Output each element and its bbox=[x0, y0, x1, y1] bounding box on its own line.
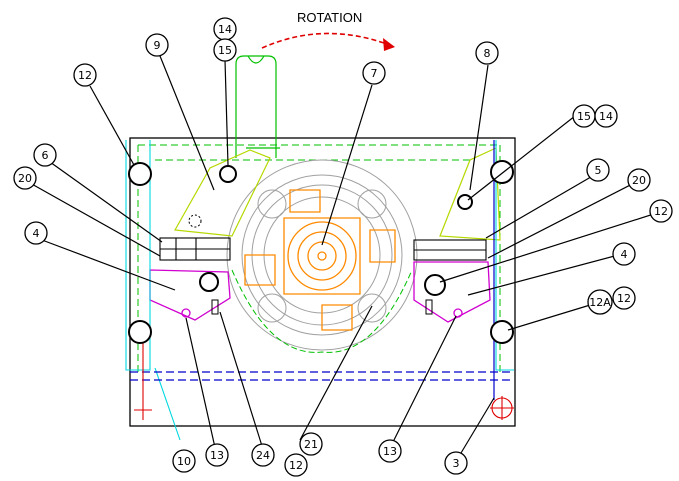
svg-text:21: 21 bbox=[304, 438, 318, 451]
callout-6: 6 bbox=[33, 143, 57, 167]
main-frame bbox=[129, 137, 516, 427]
callout-3: 3 bbox=[444, 451, 468, 475]
callout-5: 5 bbox=[586, 158, 610, 182]
orange-rotor bbox=[244, 189, 396, 331]
callout-12a: 12A bbox=[587, 289, 613, 315]
callout-12-bottom: 12 bbox=[284, 453, 308, 477]
svg-text:12: 12 bbox=[78, 69, 92, 82]
bolts bbox=[128, 160, 514, 344]
callout-24: 24 bbox=[251, 443, 275, 467]
callout-10: 10 bbox=[172, 449, 196, 473]
leader-lines bbox=[29, 55, 661, 459]
svg-text:10: 10 bbox=[177, 455, 191, 468]
callout-14-top: 14 bbox=[213, 17, 237, 41]
callout-13-left: 13 bbox=[205, 443, 229, 467]
callout-8: 8 bbox=[475, 41, 499, 65]
svg-text:24: 24 bbox=[256, 449, 270, 462]
blue-rails bbox=[130, 371, 510, 381]
svg-text:12: 12 bbox=[654, 205, 668, 218]
svg-text:13: 13 bbox=[383, 445, 397, 458]
left-link bbox=[174, 149, 271, 237]
callout-9: 9 bbox=[145, 33, 169, 57]
callout-14-right: 14 bbox=[594, 104, 618, 128]
svg-text:5: 5 bbox=[595, 164, 602, 177]
callout-13-right: 13 bbox=[378, 439, 402, 463]
svg-text:6: 6 bbox=[42, 149, 49, 162]
rotation-arrow bbox=[261, 32, 393, 49]
callout-15-top: 15 bbox=[213, 38, 237, 62]
svg-text:8: 8 bbox=[484, 47, 491, 60]
right-jaw bbox=[413, 239, 487, 261]
svg-text:9: 9 bbox=[154, 39, 161, 52]
callout-20-left: 20 bbox=[13, 166, 37, 190]
small-pins bbox=[211, 299, 433, 315]
right-link bbox=[439, 147, 501, 241]
pin-9 bbox=[188, 214, 202, 228]
svg-text:14: 14 bbox=[218, 23, 232, 36]
red-markers bbox=[134, 340, 514, 420]
svg-text:12: 12 bbox=[617, 292, 631, 305]
svg-text:20: 20 bbox=[632, 174, 646, 187]
callout-12-topleft: 12 bbox=[73, 63, 97, 87]
svg-text:20: 20 bbox=[18, 172, 32, 185]
green-arc bbox=[231, 269, 413, 353]
right-pawl bbox=[413, 261, 491, 323]
svg-text:12A: 12A bbox=[589, 296, 611, 309]
callout-4-right: 4 bbox=[612, 242, 636, 266]
green-top-tab bbox=[235, 55, 280, 158]
callout-12-right: 12 bbox=[649, 199, 673, 223]
svg-text:3: 3 bbox=[453, 457, 460, 470]
svg-text:15: 15 bbox=[577, 110, 591, 123]
callout-15-right: 15 bbox=[572, 104, 596, 128]
callout-21: 21 bbox=[299, 432, 323, 456]
svg-text:15: 15 bbox=[218, 44, 232, 57]
svg-text:13: 13 bbox=[210, 449, 224, 462]
callout-20-right: 20 bbox=[627, 168, 651, 192]
callout-12-right2: 12 bbox=[612, 286, 636, 310]
svg-text:4: 4 bbox=[33, 227, 40, 240]
rotation-arrowhead bbox=[383, 38, 395, 51]
left-jaw bbox=[159, 237, 231, 261]
callout-7: 7 bbox=[362, 61, 386, 85]
svg-text:7: 7 bbox=[371, 67, 378, 80]
svg-text:12: 12 bbox=[289, 459, 303, 472]
svg-text:4: 4 bbox=[621, 248, 628, 261]
svg-text:14: 14 bbox=[599, 110, 613, 123]
rotor-rings bbox=[226, 159, 418, 351]
rotation-label: ROTATION bbox=[297, 10, 362, 25]
callout-4-left: 4 bbox=[24, 221, 48, 245]
